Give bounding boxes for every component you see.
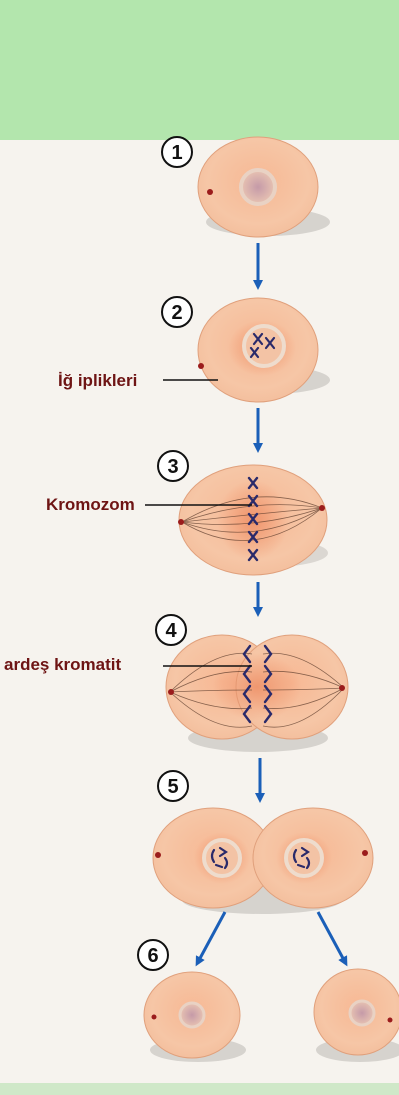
label-sister-chromatid: ardeş kromatit bbox=[4, 655, 121, 674]
step-5: 5 bbox=[153, 771, 373, 914]
nucleus bbox=[180, 1003, 204, 1027]
centrosome bbox=[388, 1018, 393, 1023]
nucleus bbox=[350, 1001, 374, 1025]
centrosome bbox=[168, 689, 174, 695]
centrosome bbox=[178, 519, 184, 525]
centrosome bbox=[155, 852, 161, 858]
nucleus bbox=[286, 840, 322, 876]
label-spindle-fibers: İğ iplikleri bbox=[58, 371, 137, 390]
step-number: 2 bbox=[171, 302, 182, 324]
step-3: 3 bbox=[158, 451, 328, 575]
centrosome bbox=[339, 685, 345, 691]
nucleus bbox=[244, 326, 284, 366]
centrosome bbox=[319, 505, 325, 511]
centrosome bbox=[207, 189, 213, 195]
label-chromosome: Kromozom bbox=[46, 495, 135, 514]
centrosome bbox=[362, 850, 368, 856]
step-6: 6 bbox=[138, 940, 399, 1062]
step-number: 6 bbox=[147, 945, 158, 967]
nucleus bbox=[241, 170, 275, 204]
step-number: 5 bbox=[167, 776, 178, 798]
step-number: 4 bbox=[165, 620, 177, 642]
step-number: 1 bbox=[171, 142, 182, 164]
arrow-5-6-left bbox=[198, 912, 225, 962]
step-number: 3 bbox=[167, 456, 178, 478]
centrosome bbox=[198, 363, 204, 369]
step-4: 4 bbox=[156, 615, 348, 752]
nucleus bbox=[204, 840, 240, 876]
arrow-5-6-right bbox=[318, 912, 345, 962]
step-2: 2 bbox=[162, 297, 330, 402]
step-1: 1 bbox=[162, 137, 330, 237]
cell-core-glow bbox=[213, 653, 301, 721]
centrosome bbox=[152, 1015, 157, 1020]
